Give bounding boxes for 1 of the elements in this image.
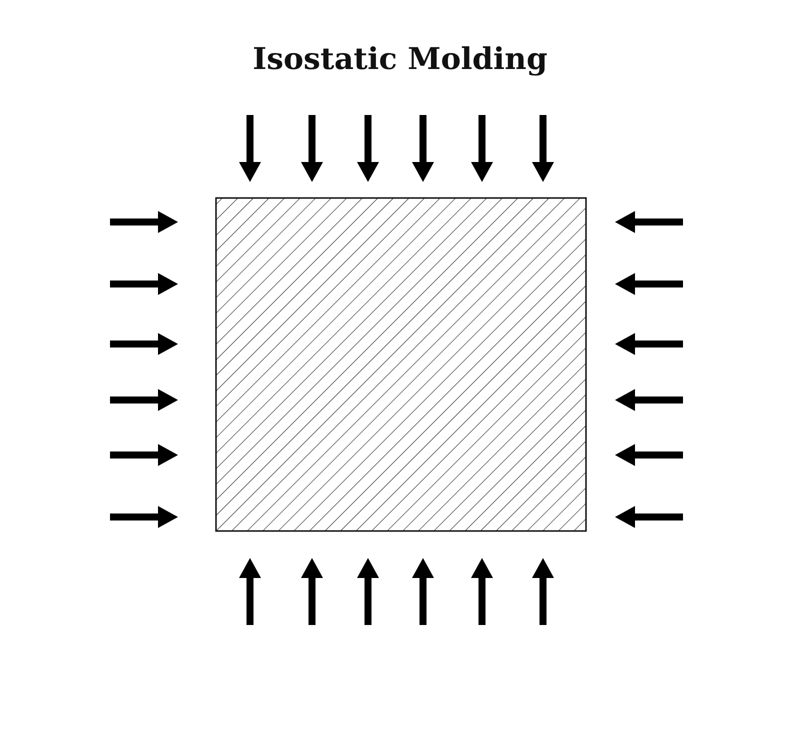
diagram-title: Isostatic Molding bbox=[252, 42, 548, 77]
